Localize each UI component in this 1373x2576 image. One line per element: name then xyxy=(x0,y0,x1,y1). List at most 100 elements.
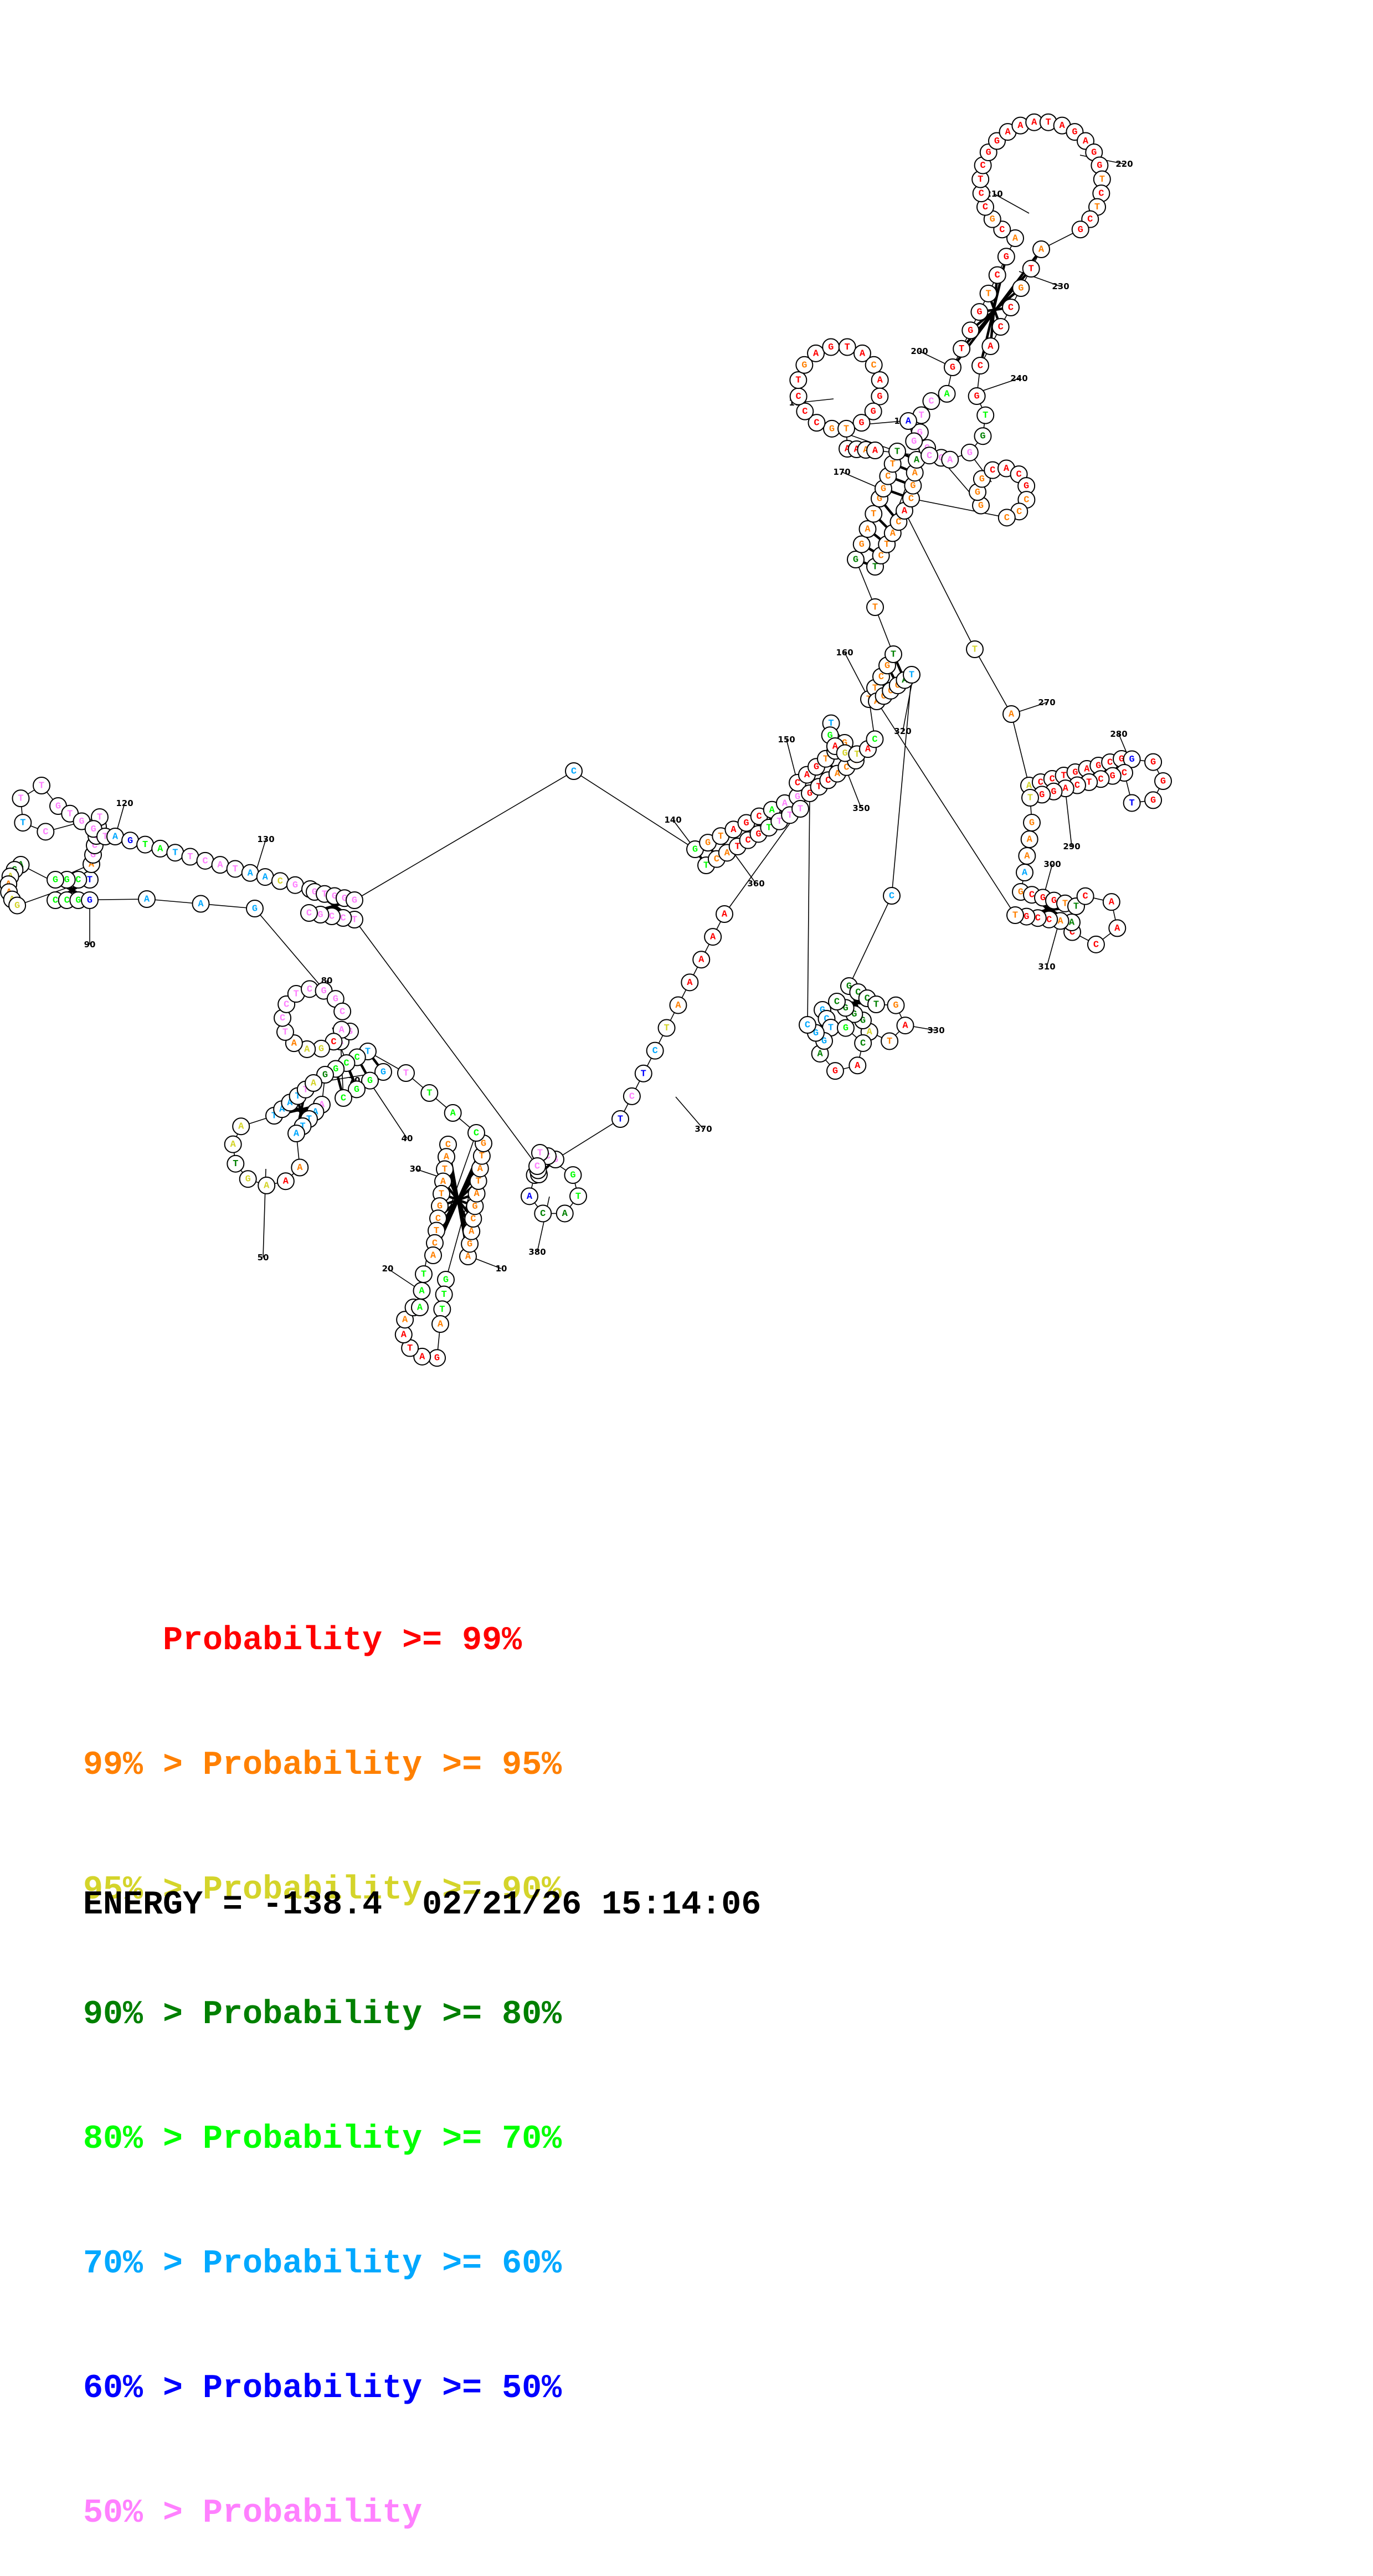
nucleotide-letter: G xyxy=(877,392,882,402)
position-label: 140 xyxy=(664,815,681,825)
nucleotide-letter: G xyxy=(252,904,258,915)
nucleotide-letter: A xyxy=(217,860,223,871)
nucleotide-letter: C xyxy=(871,360,877,371)
nucleotide-letter: G xyxy=(1129,755,1135,765)
nucleotide: C xyxy=(624,1088,640,1105)
nucleotide-letter: T xyxy=(891,650,896,660)
nucleotide-letter: A xyxy=(860,348,866,359)
nucleotide-letter: A xyxy=(562,1209,568,1219)
legend-text: Probability >= 50% xyxy=(203,2370,562,2408)
nucleotide: C xyxy=(829,993,845,1010)
nucleotide: T xyxy=(790,372,806,388)
nucleotide-letter: G xyxy=(910,481,916,491)
nucleotide: G xyxy=(847,551,864,568)
nucleotide-letter: G xyxy=(979,474,985,485)
nucleotide-letter: C xyxy=(878,672,884,683)
nucleotide-letter: C xyxy=(306,909,312,919)
nucleotide-letter: A xyxy=(769,805,775,815)
backbone-link xyxy=(911,499,1007,517)
nucleotide-letter: C xyxy=(1016,507,1022,517)
nucleotide-letter: T xyxy=(575,1192,581,1202)
nucleotide-letter: A xyxy=(112,832,119,843)
nucleotide-letter: T xyxy=(537,1148,543,1159)
nucleotide: A xyxy=(1033,241,1050,258)
nucleotide-letter: T xyxy=(959,344,964,355)
nucleotide: T xyxy=(865,506,882,522)
energy-timestamp-footer: ENERGY = -138.4 02/21/26 15:14:06 xyxy=(83,1886,761,1924)
nucleotide-letter: A xyxy=(1017,121,1024,131)
nucleotide-letter: G xyxy=(842,748,848,759)
nucleotide-letter: A xyxy=(1022,868,1028,879)
nucleotide-letter: A xyxy=(902,506,908,517)
nucleotide-letter: G xyxy=(87,896,92,906)
nucleotide: T xyxy=(838,420,855,437)
nucleotide: C xyxy=(989,267,1006,284)
nucleotide-letter: C xyxy=(990,465,995,476)
legend-text: Probability >= 60% xyxy=(203,2245,562,2283)
nucleotide-letter: T xyxy=(787,810,793,821)
nucleotide-letter: T xyxy=(1029,264,1034,275)
nucleotide-letter: G xyxy=(705,838,711,849)
nucleotide: G xyxy=(1145,792,1161,808)
nucleotide-letter: C xyxy=(889,891,894,902)
nucleotide-letter: T xyxy=(282,1027,288,1038)
nucleotide-letter: G xyxy=(1018,284,1024,294)
nucleotide-letter: T xyxy=(479,1151,485,1162)
nucleotide: A xyxy=(242,865,259,881)
backbone-link xyxy=(808,793,810,1025)
position-label: 320 xyxy=(894,726,911,736)
nucleotide: T xyxy=(14,814,31,831)
nucleotide: A xyxy=(808,345,824,362)
nucleotide-letter: G xyxy=(1039,790,1045,800)
nucleotide-letter: A xyxy=(944,389,950,399)
nucleotide-letter: A xyxy=(914,455,920,466)
nucleotide-letter: A xyxy=(1012,234,1019,244)
nucleotide-letter: G xyxy=(986,148,991,158)
nucleotide: T xyxy=(903,666,920,683)
nucleotide-letter: G xyxy=(55,802,61,812)
backbone-link xyxy=(354,920,537,1166)
nucleotide-letter: A xyxy=(527,1192,533,1202)
nucleotide-letter: C xyxy=(983,202,988,213)
nucleotide-letter: C xyxy=(329,912,335,922)
nucleotide-letter: C xyxy=(1008,303,1014,314)
nucleotide: T xyxy=(1124,794,1140,811)
nucleotide-letter: T xyxy=(641,1069,646,1079)
nucleotide: G xyxy=(998,248,1015,265)
nucleotide: G xyxy=(971,304,988,320)
nucleotide: C xyxy=(1088,936,1104,953)
nucleotide-letter: A xyxy=(157,844,163,854)
legend-prefix: 80% > xyxy=(83,2121,203,2158)
position-label: 220 xyxy=(1115,159,1133,169)
nucleotide-letter: C xyxy=(1046,915,1052,925)
nucleotide-letter: G xyxy=(978,501,984,511)
nucleotide-letter: C xyxy=(53,896,58,906)
nucleotide: C xyxy=(468,1125,485,1141)
nucleotide: A xyxy=(705,928,721,945)
nucleotide-letter: T xyxy=(664,1023,669,1034)
nucleotide-letter: T xyxy=(777,817,782,827)
nucleotide: T xyxy=(570,1188,587,1204)
nucleotide-letter: T xyxy=(872,562,878,573)
nucleotide: A xyxy=(258,1177,275,1194)
legend-prefix: 60% > xyxy=(83,2370,203,2408)
legend-text: Probability >= 99% xyxy=(163,1622,522,1660)
nucleotide-letter: A xyxy=(438,1320,444,1330)
position-label: 370 xyxy=(695,1124,712,1134)
position-label: 360 xyxy=(747,879,764,889)
nucleotide-letter: T xyxy=(439,1305,445,1315)
nucleotide: C xyxy=(1002,299,1019,316)
nucleotide: G xyxy=(240,1171,256,1187)
nucleotide: G xyxy=(944,359,961,376)
legend-text: Probability >= 95% xyxy=(203,1747,562,1784)
nucleotide: G xyxy=(906,433,922,450)
nucleotide: T xyxy=(868,996,885,1013)
position-label: 160 xyxy=(836,648,853,658)
nucleotide-letter: A xyxy=(469,1227,475,1237)
nucleotide-letter: T xyxy=(20,818,25,829)
nucleotide-letter: C xyxy=(999,225,1005,235)
legend-row-80-90: 90% > Probability >= 80% xyxy=(83,1994,562,2036)
nucleotide: C xyxy=(921,447,938,464)
nucleotide-letter: C xyxy=(1035,914,1041,924)
nucleotide-letter: A xyxy=(1109,897,1115,908)
